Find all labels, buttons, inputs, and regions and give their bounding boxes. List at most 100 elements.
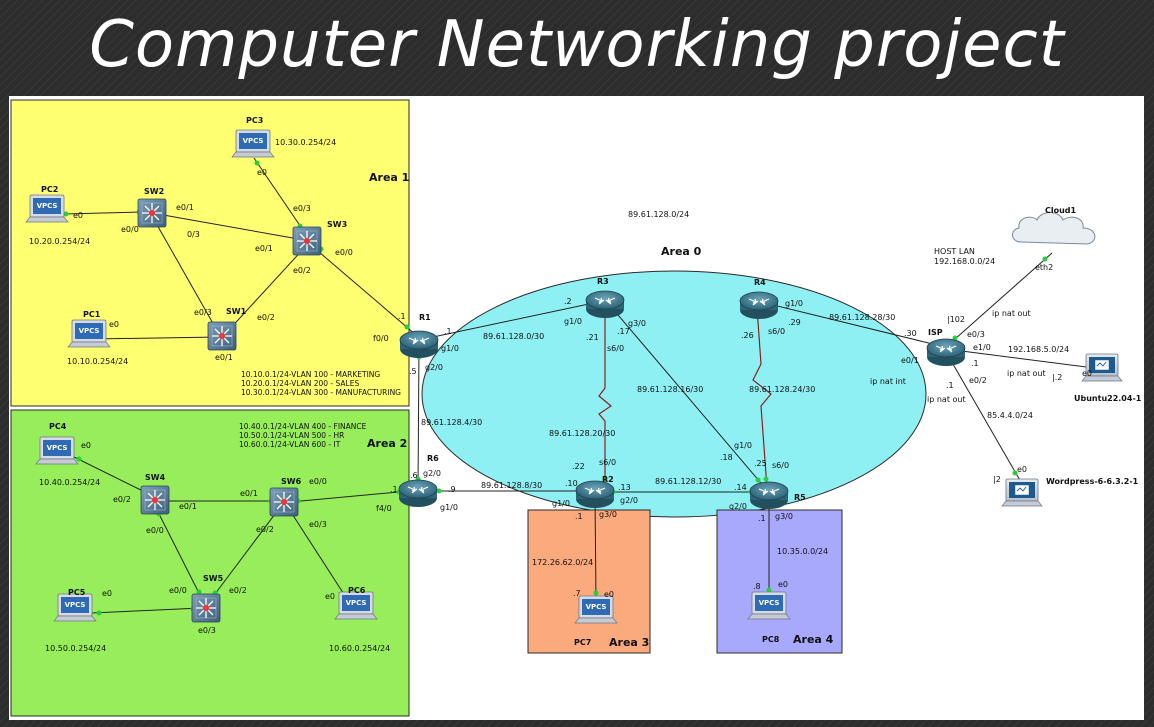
iface-label: s6/0 bbox=[599, 458, 616, 467]
topology-canvas[interactable]: VPCS Area 1 Area 2 Area 0 Area 3 Area 4 bbox=[9, 96, 1144, 720]
link-pc1-sw1[interactable] bbox=[91, 336, 220, 340]
router-r1[interactable]: R1 bbox=[399, 313, 439, 359]
link-r2-pc7[interactable] bbox=[594, 492, 597, 603]
iface-label: e0 bbox=[73, 211, 83, 220]
link-isp-ubuntu[interactable] bbox=[945, 348, 1103, 370]
router-r4[interactable]: R4 bbox=[739, 278, 779, 320]
svg-text:R6: R6 bbox=[427, 454, 439, 463]
iface-label: |102 bbox=[947, 315, 965, 324]
iface-label: g3/0 bbox=[599, 510, 617, 519]
link-r4-r5-serial[interactable] bbox=[752, 307, 772, 489]
svg-text:SW1: SW1 bbox=[226, 307, 247, 316]
router-r2[interactable]: R2 bbox=[575, 475, 615, 509]
iface-label: .1 bbox=[390, 485, 398, 494]
area-0-label: Area 0 bbox=[661, 245, 702, 258]
iface-label: e0 bbox=[778, 580, 788, 589]
iface-label: f0/0 bbox=[373, 334, 389, 343]
svg-text:SW2: SW2 bbox=[144, 187, 164, 196]
link-r3-r2-serial[interactable] bbox=[598, 308, 613, 488]
link-sw2-sw1[interactable] bbox=[151, 215, 220, 335]
iface-label: s6/0 bbox=[768, 327, 785, 336]
link-r1-r6[interactable] bbox=[417, 345, 420, 490]
iface-label: e0/1 bbox=[240, 489, 258, 498]
link-isp-cloud1[interactable] bbox=[945, 252, 1053, 348]
svg-text:89.61.128.0/30: 89.61.128.0/30 bbox=[483, 332, 544, 341]
switch-sw6[interactable]: SW6 bbox=[269, 477, 302, 517]
svg-text:SW4: SW4 bbox=[145, 473, 166, 482]
svg-text:89.61.128.12/30: 89.61.128.12/30 bbox=[655, 477, 721, 486]
link-isp-wordpress[interactable] bbox=[945, 351, 1022, 483]
link-pc2-sw2[interactable] bbox=[62, 211, 143, 215]
link-pc4-sw4[interactable] bbox=[71, 455, 150, 495]
link-r1-r3[interactable] bbox=[418, 300, 604, 341]
svg-text:PC2: PC2 bbox=[41, 185, 58, 194]
network-topology[interactable]: VPCS Area 1 Area 2 Area 0 Area 3 Area 4 bbox=[9, 96, 1144, 720]
link-sw6-sw5[interactable] bbox=[208, 505, 282, 603]
iface-label: e0 bbox=[1082, 369, 1092, 378]
switch-sw4[interactable]: SW4 bbox=[140, 473, 170, 515]
iface-label: s6/0 bbox=[772, 461, 789, 470]
cloud-cloud1[interactable]: Cloud1 bbox=[1012, 206, 1096, 245]
pc-pc7[interactable]: PC7 bbox=[574, 595, 618, 647]
link-sw3-sw1[interactable] bbox=[226, 245, 307, 333]
router-r5[interactable]: R5 bbox=[749, 481, 806, 510]
area-3-region bbox=[527, 509, 651, 654]
switch-sw2[interactable]: SW2 bbox=[137, 187, 167, 228]
svg-text:89.61.128.16/30: 89.61.128.16/30 bbox=[637, 385, 703, 394]
link-r6-sw6[interactable] bbox=[289, 491, 400, 503]
vlan-notes-area2: 10.40.0.1/24-VLAN 400 - FINANCE 10.50.0.… bbox=[239, 422, 367, 449]
svg-text:10.40.0.1/24-VLAN 400 - FINANC: 10.40.0.1/24-VLAN 400 - FINANCE bbox=[239, 422, 367, 431]
svg-text:10.35.0.0/24: 10.35.0.0/24 bbox=[777, 547, 828, 556]
link-sw6-pc6[interactable] bbox=[286, 505, 350, 603]
svg-text:10.30.0.1/24-VLAN 300 - MANUFA: 10.30.0.1/24-VLAN 300 - MANUFACTURING bbox=[241, 388, 401, 397]
link-sw3-r1[interactable] bbox=[311, 245, 417, 336]
link-layer bbox=[62, 157, 1103, 614]
link-r4-isp[interactable] bbox=[760, 301, 946, 348]
switch-sw3[interactable]: SW3 bbox=[292, 220, 347, 256]
host-ubuntu[interactable]: Ubuntu22.04-1 bbox=[1074, 353, 1142, 403]
link-sw4-sw5[interactable] bbox=[154, 505, 204, 602]
vlan-notes-area1: 10.10.0.1/24-VLAN 100 - MARKETING 10.20.… bbox=[241, 370, 401, 397]
svg-text:10.20.0.1/24-VLAN 200 - SALES: 10.20.0.1/24-VLAN 200 - SALES bbox=[241, 379, 359, 388]
area-4-label: Area 4 bbox=[793, 633, 834, 646]
iface-label: .7 bbox=[573, 589, 581, 598]
host-wordpress[interactable]: Wordpress-6-6.3.2-1 bbox=[1001, 477, 1139, 507]
switch-sw5[interactable]: SW5 bbox=[191, 574, 224, 623]
link-pc3-sw3[interactable] bbox=[253, 157, 306, 234]
link-sw2-sw3[interactable] bbox=[151, 212, 305, 241]
switch-sw1[interactable]: SW1 bbox=[207, 307, 247, 351]
iface-label: g1/0 bbox=[441, 344, 459, 353]
iface-label: .5 bbox=[409, 367, 417, 376]
iface-label: e0 bbox=[604, 590, 614, 599]
link-r3-r5[interactable] bbox=[606, 301, 767, 490]
iface-label: e0/0 bbox=[169, 586, 187, 595]
link-pc5-sw5[interactable] bbox=[90, 607, 202, 614]
iface-label: e0/0 bbox=[309, 477, 327, 486]
iface-label: e0 bbox=[325, 592, 335, 601]
iface-label: e0/3 bbox=[293, 204, 311, 213]
interface-labels: e0 e0/0 e0/1 0/3 e0 e0/3 e0/1 e0/0 e0/2 … bbox=[73, 168, 1092, 635]
iface-label: e0/1 bbox=[215, 353, 233, 362]
iface-label: g1/0 bbox=[552, 499, 570, 508]
svg-text:R5: R5 bbox=[794, 493, 806, 502]
router-isp[interactable]: ISP bbox=[926, 328, 966, 367]
svg-text:PC5: PC5 bbox=[68, 588, 86, 597]
area-4-region bbox=[716, 509, 843, 654]
router-r6[interactable]: R6 bbox=[398, 454, 439, 508]
svg-text:89.61.128.8/30: 89.61.128.8/30 bbox=[481, 481, 542, 490]
iface-label: g1/0 bbox=[564, 317, 582, 326]
iface-label: e0/2 bbox=[256, 525, 274, 534]
router-r3[interactable]: R3 bbox=[585, 277, 625, 319]
iface-label: e0/3 bbox=[198, 626, 216, 635]
iface-label: .8 bbox=[753, 582, 761, 591]
svg-text:10.10.0.254/24: 10.10.0.254/24 bbox=[67, 357, 128, 366]
iface-label: e0/2 bbox=[257, 313, 275, 322]
iface-label: .29 bbox=[788, 318, 801, 327]
pc-pc8[interactable]: PC8 bbox=[747, 591, 791, 644]
